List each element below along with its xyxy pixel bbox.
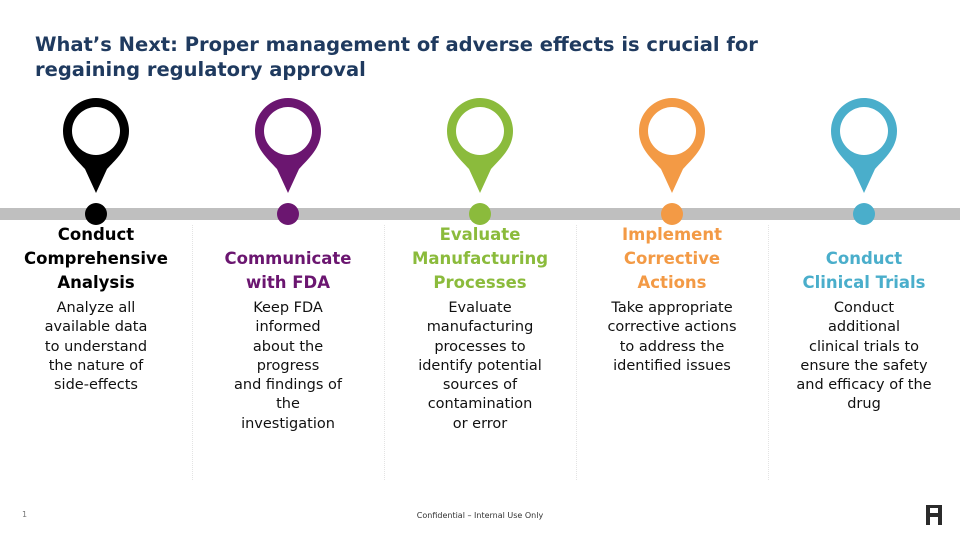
step-title: Communicate with FDA (208, 223, 368, 295)
step-description-line: Evaluate (448, 300, 512, 316)
step-title-line: Analysis (57, 273, 135, 292)
step-description: Analyze all available data to understand th… (16, 299, 176, 395)
step-description-line: about the progress (252, 338, 324, 374)
step-description-line: contamination (427, 396, 533, 413)
step-title-line: Evaluate (439, 225, 521, 244)
step-title-line (208, 223, 368, 247)
timeline-dot (853, 203, 875, 225)
step-description-line: drug (847, 396, 881, 413)
step-description-line: and findings of the (234, 377, 342, 413)
map-pin-icon (445, 96, 515, 196)
step-description-line: identified issues (613, 357, 731, 374)
step-description-line: Keep FDA informed (253, 300, 323, 336)
step-description-line: clinical trials to (808, 338, 920, 355)
step-description-line: to address the (619, 338, 725, 355)
step-description-line: to understand (44, 338, 148, 355)
step-description: Take appropriate corrective actions to add… (592, 299, 752, 376)
step-description: Evaluate manufacturing processes to identif… (400, 299, 560, 434)
step-description-line: corrective actions (607, 319, 737, 336)
map-pin-icon (637, 96, 707, 196)
step-title-line: Manufacturing (411, 249, 549, 268)
timeline-dot (469, 203, 491, 225)
column-divider (768, 225, 769, 480)
map-pin-icon (253, 96, 323, 196)
step-title-line (784, 223, 944, 247)
column-divider (192, 225, 193, 480)
step-title-line: Processes (433, 273, 527, 292)
step-title-line: Comprehensive (24, 249, 168, 268)
map-pin-icon (829, 96, 899, 196)
step-title-line: Communicate (224, 249, 352, 268)
step-description-line: Take appropriate (611, 300, 733, 316)
step-title-line: Implement (621, 225, 722, 244)
column-divider (576, 225, 577, 480)
step-description-line: side-effects (54, 377, 138, 394)
step-title-line: Conduct (825, 249, 903, 268)
step-description-line: manufacturing (426, 319, 534, 336)
step-title-line: Clinical Trials (802, 273, 926, 292)
column-divider (384, 225, 385, 480)
step-description-line: sources of (442, 377, 518, 394)
step-description-line: the nature of (48, 357, 144, 374)
step-title-line: with FDA (245, 273, 330, 292)
step-description-line: Analyze all (56, 300, 136, 316)
step-title-line: Actions (637, 273, 707, 292)
step-description-line: or error (452, 415, 508, 432)
step-description-line: and efficacy of the (796, 377, 932, 394)
step-description-line: identify potential (418, 357, 542, 374)
step-description-line: ensure the safety (800, 357, 928, 374)
map-pin-icon (61, 96, 131, 196)
confidential-notice: Confidential – Internal Use Only (416, 511, 544, 520)
step-description: Conduct additional clinical trials to ensu… (784, 299, 944, 415)
step-description-line: investigation (241, 415, 335, 432)
timeline-dot (277, 203, 299, 225)
step-description-line: processes to (434, 338, 526, 355)
step-title-line: Conduct (57, 225, 135, 244)
page-title: What’s Next: Proper management of advers… (35, 33, 758, 81)
step-title-line: Corrective (623, 249, 721, 268)
step-description-line: Conduct additional (827, 300, 900, 336)
timeline-dot (85, 203, 107, 225)
company-logo-icon (926, 505, 942, 525)
timeline-dot (661, 203, 683, 225)
step-description-line: available data (44, 319, 148, 336)
page-number: 1 (22, 510, 28, 519)
